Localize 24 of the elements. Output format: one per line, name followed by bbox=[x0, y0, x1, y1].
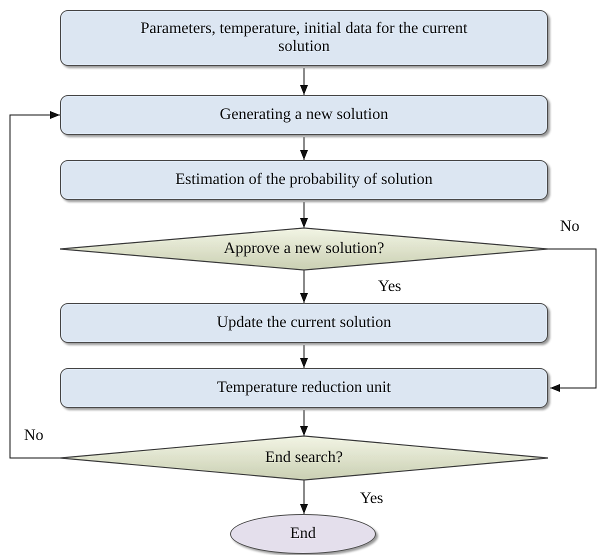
arrow bbox=[300, 270, 308, 304]
node-text: Approve a new solution? bbox=[224, 240, 384, 258]
arrow bbox=[300, 136, 308, 160]
node-text: Temperature reduction unit bbox=[217, 379, 391, 397]
decision-diamond bbox=[60, 228, 548, 270]
node-text: Generating a new solution bbox=[220, 106, 388, 124]
arrow bbox=[300, 344, 308, 368]
arrow bbox=[300, 202, 308, 228]
node-text: End bbox=[290, 525, 316, 543]
process-box bbox=[60, 368, 548, 408]
node-text: Update the current solution bbox=[216, 314, 392, 332]
arrow bbox=[300, 410, 308, 436]
process-box bbox=[60, 303, 548, 343]
arrow bbox=[548, 248, 596, 392]
arrow bbox=[10, 111, 60, 458]
process-box bbox=[60, 10, 548, 66]
process-box bbox=[60, 95, 548, 135]
node-text: Parameters, temperature, initial data for the current solution bbox=[140, 20, 468, 56]
arrow bbox=[300, 68, 308, 96]
node-text: Estimation of the probability of solution bbox=[175, 171, 433, 189]
arrow bbox=[300, 480, 308, 514]
node-text: End search? bbox=[265, 449, 343, 467]
process-box bbox=[60, 160, 548, 200]
decision-diamond bbox=[60, 436, 548, 480]
